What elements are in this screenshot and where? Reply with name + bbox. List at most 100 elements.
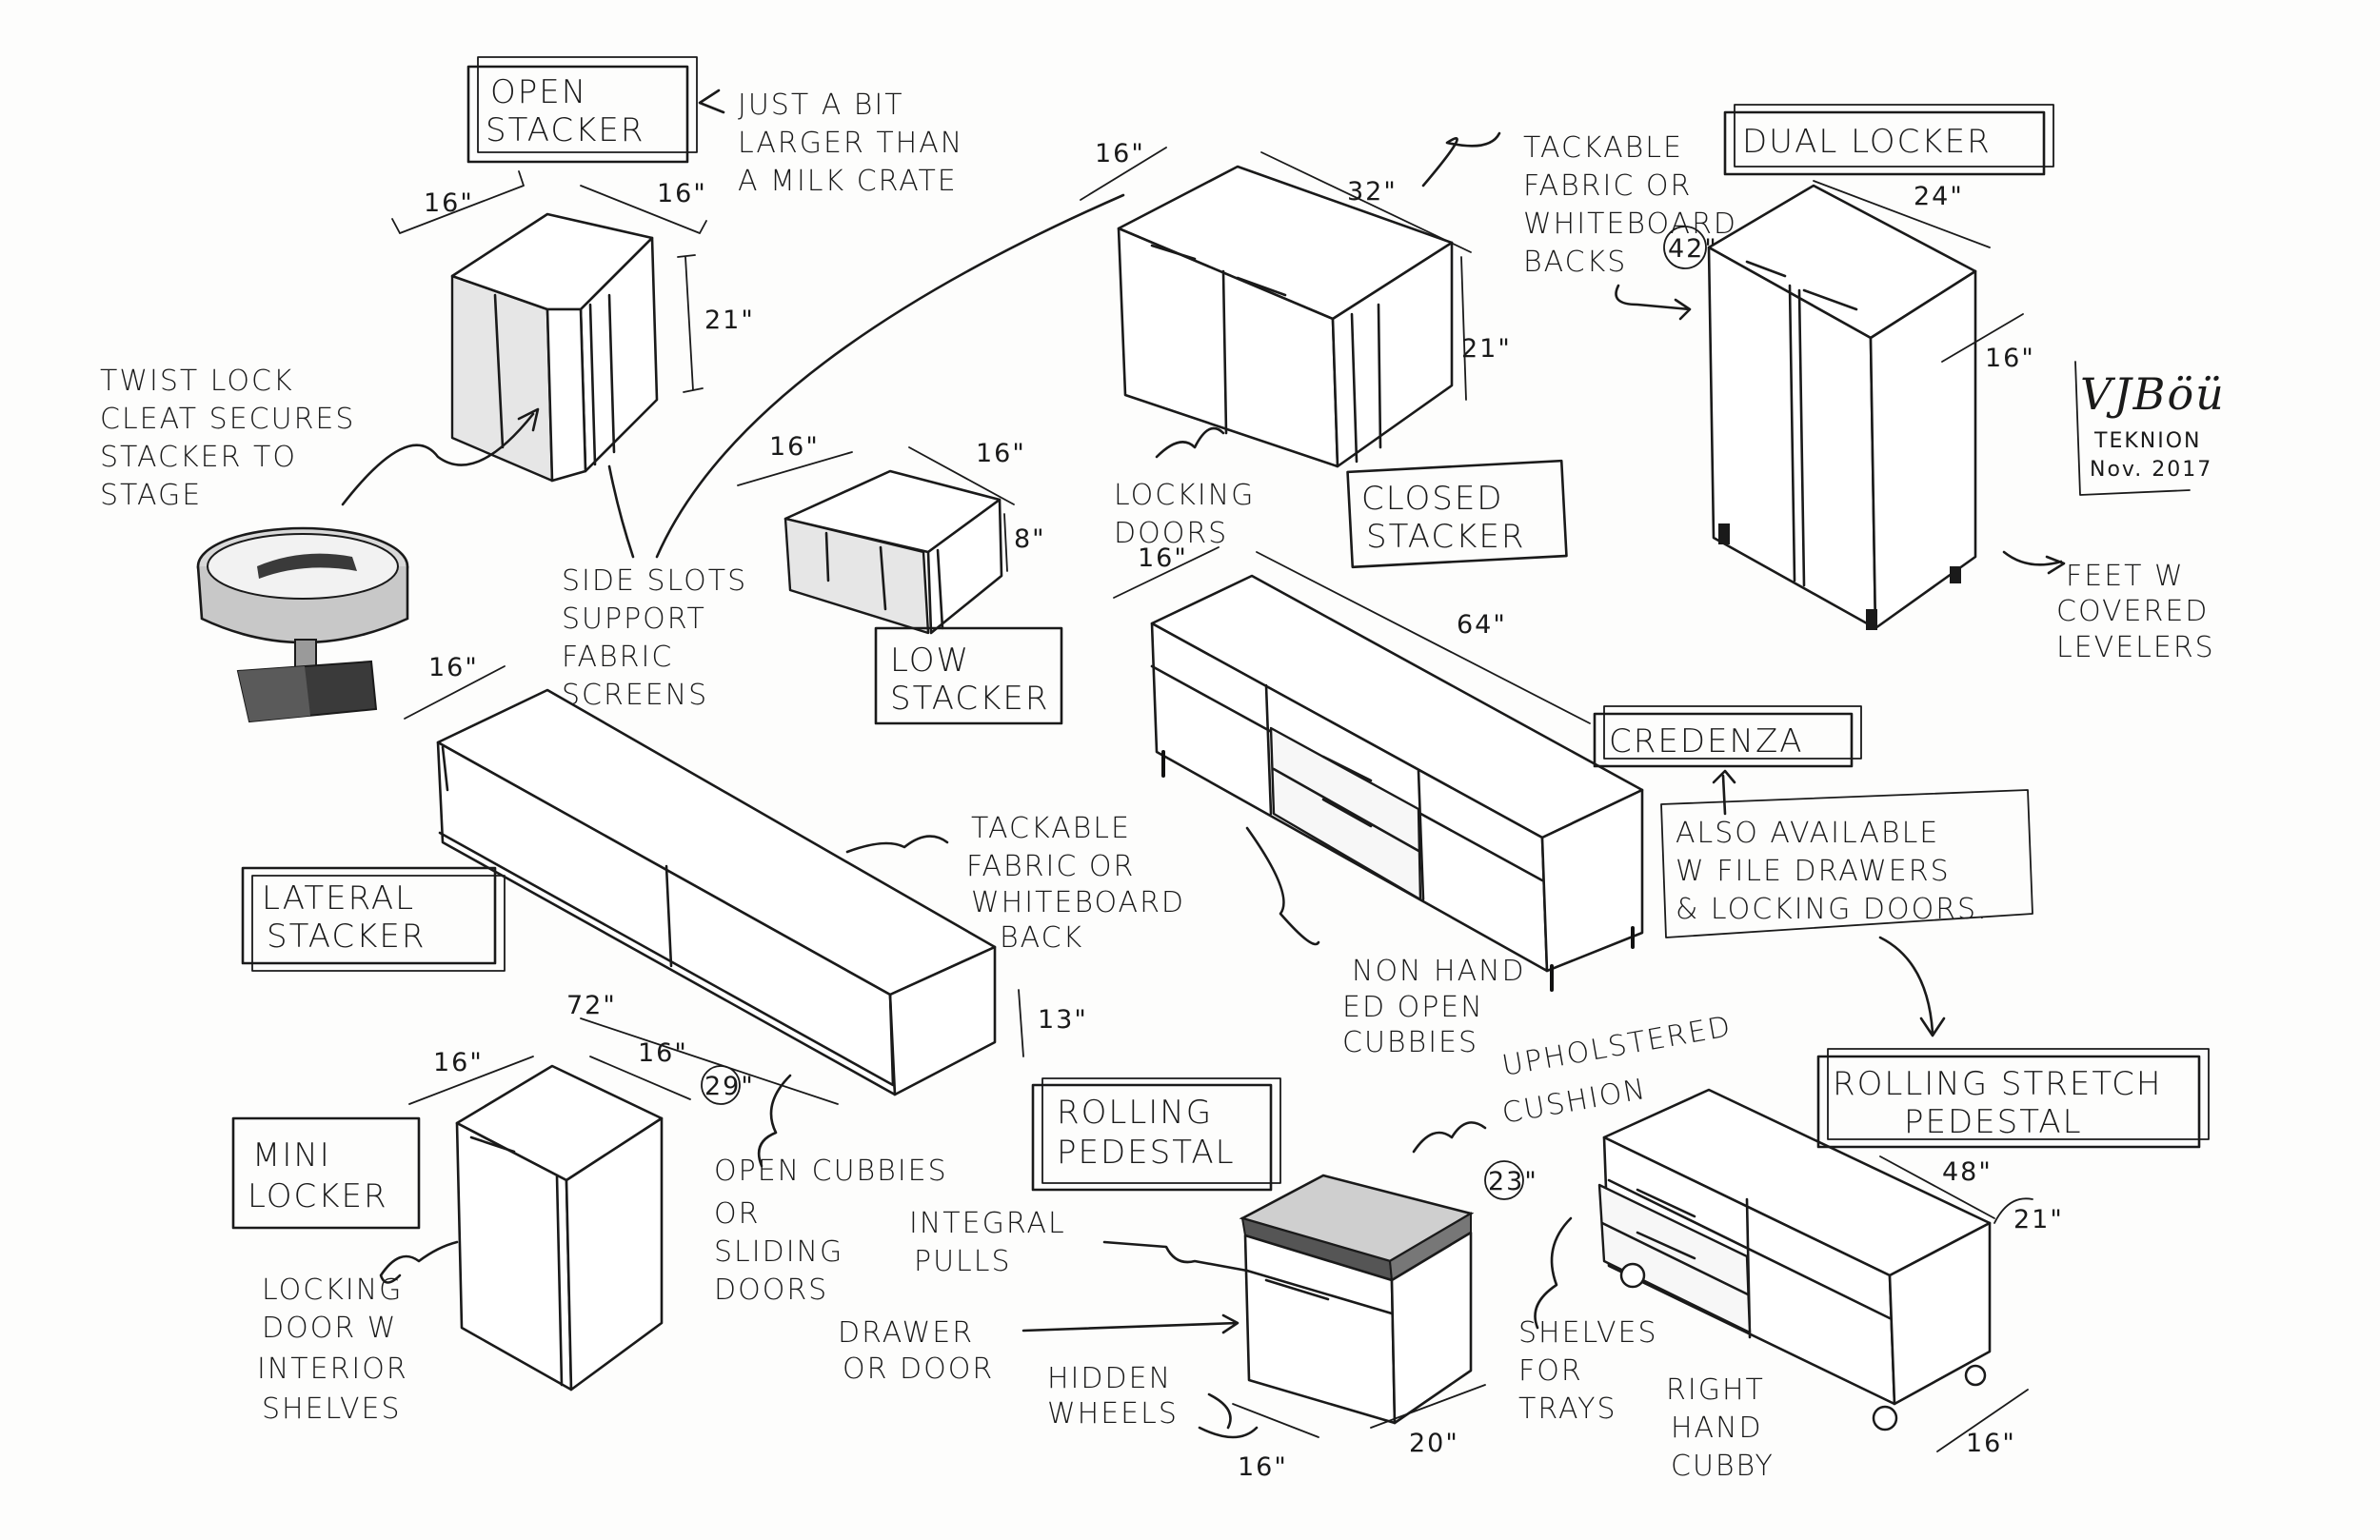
rolling-stretch-label-box: ROLLING STRETCH PEDESTAL: [1816, 1048, 2210, 1149]
right-hand-note-3: CUBBY: [1671, 1450, 1775, 1483]
dual-locker-drawing: [1707, 184, 1977, 630]
right-hand-note-2: HAND: [1671, 1412, 1763, 1445]
open-stacker-dim-h: 21": [704, 306, 755, 335]
also-available-note: ALSO AVAILABLE W FILE DRAWERS & LOCKING …: [1660, 769, 2033, 1037]
low-stacker-dim-d: 16": [976, 439, 1026, 468]
closed-stacker-label-box: CLOSED STACKER: [1346, 459, 1568, 569]
mini-locker-drawing: [455, 1064, 664, 1392]
open-stacker-label-box: OPEN STACKER: [466, 56, 698, 164]
shelves-trays-note-3: TRAYS: [1518, 1392, 1617, 1426]
locking-door-note-4: SHELVES: [262, 1392, 402, 1426]
tackable-back-note-2: FABRIC OR: [966, 850, 1135, 883]
open-cubbies-note-2: OR: [714, 1197, 760, 1231]
lateral-stacker-label-1: LATERAL: [262, 879, 415, 918]
lateral-stacker-dim-h: 13": [1038, 1005, 1088, 1035]
lateral-stacker-drawing: [436, 688, 997, 1096]
shelves-trays-note: SHELVES FOR TRAYS: [1518, 1216, 1658, 1426]
rolling-pedestal-label-1: ROLLING: [1057, 1094, 1213, 1132]
rolling-pedestal-dim-d: 16": [1238, 1452, 1288, 1482]
credenza-dims: 16" 64": [1113, 543, 1591, 724]
locking-doors-note-2: DOORS: [1114, 517, 1228, 550]
tackable-backs-note-2: FABRIC OR: [1523, 169, 1692, 203]
twist-lock-cleat-drawing: [196, 526, 409, 723]
tackable-back-note-1: TACKABLE: [971, 812, 1131, 845]
tackable-back-note: TACKABLE FABRIC OR WHITEBOARD BACK: [845, 812, 1185, 955]
open-stacker-label-2: STACKER: [486, 111, 645, 149]
tackable-backs-note-1: TACKABLE: [1523, 131, 1683, 165]
rolling-pedestal-drawing: [1239, 1174, 1475, 1425]
lateral-stacker-dim-w: 72": [566, 991, 617, 1020]
tackable-back-note-4: BACK: [1000, 921, 1083, 955]
tackable-backs-note-4: BACKS: [1523, 246, 1627, 279]
milk-crate-note-3: A MILK CRATE: [738, 165, 958, 198]
twist-lock-note: TWIST LOCK CLEAT SECURES STACKER TO STAG…: [100, 365, 540, 512]
side-slots-note-2: SUPPORT: [562, 602, 706, 636]
right-hand-note-1: RIGHT: [1666, 1373, 1765, 1407]
lateral-stacker-label-2: STACKER: [267, 918, 426, 956]
open-cubbies-note-3: SLIDING: [714, 1235, 843, 1269]
also-available-note-1: ALSO AVAILABLE: [1676, 817, 1939, 850]
tackable-backs-note-3: WHITEBOARD: [1523, 207, 1737, 241]
closed-stacker-dims: 16" 32" 21": [1080, 139, 1510, 401]
rolling-pedestal-dim-h: 23": [1488, 1167, 1538, 1196]
open-stacker-drawing: [450, 212, 659, 483]
non-handed-note-3: CUBBIES: [1342, 1026, 1478, 1059]
low-stacker-dims: 16" 16" 8": [737, 432, 1046, 572]
lateral-stacker-label-box: LATERAL STACKER: [241, 866, 506, 972]
side-slots-note-1: SIDE SLOTS: [562, 564, 747, 598]
rolling-stretch-dims: 48" 21" 16": [1879, 1155, 2064, 1458]
rolling-pedestal-dims: 23" 20" 16": [1232, 1160, 1538, 1482]
credenza-label-box: CREDENZA: [1593, 705, 1862, 768]
low-stacker-label-2: STACKER: [890, 680, 1050, 718]
also-available-note-2: W FILE DRAWERS: [1676, 855, 1951, 888]
non-handed-note-2: ED OPEN: [1342, 991, 1484, 1024]
mini-locker-label-box: MINI LOCKER: [231, 1116, 421, 1230]
upholstered-note-1: UPHOLSTERED: [1499, 1010, 1735, 1083]
tackable-backs-note: TACKABLE FABRIC OR WHITEBOARD BACKS: [1421, 131, 1737, 321]
drawer-or-door-note: DRAWER OR DOOR: [838, 1313, 1240, 1386]
tackable-back-note-3: WHITEBOARD: [971, 886, 1185, 919]
dual-locker-dims: 24" 42" 16": [1663, 180, 2035, 373]
dual-locker-label: DUAL LOCKER: [1742, 123, 1992, 161]
locking-door-note-1: LOCKING: [262, 1273, 403, 1307]
signature-mark: VJBöü: [2080, 368, 2226, 420]
open-cubbies-note-4: DOORS: [714, 1273, 828, 1307]
rolling-stretch-drawing: [1597, 1088, 1992, 1431]
dual-locker-dim-d: 16": [1985, 344, 2035, 373]
hidden-wheels-note-1: HIDDEN: [1047, 1362, 1172, 1395]
also-available-note-3: & LOCKING DOORS.: [1676, 893, 1989, 926]
shelves-trays-note-2: FOR: [1518, 1354, 1583, 1388]
twist-lock-note-3: STACKER TO: [100, 441, 297, 474]
milk-crate-note-1: JUST A BIT: [738, 89, 904, 122]
feet-note-2: COVERED: [2056, 595, 2209, 628]
non-handed-note-1: NON HAND: [1352, 955, 1526, 988]
lateral-stacker-dims: 16" 13" 72": [404, 653, 1088, 1105]
credenza-drawing: [1150, 574, 1644, 992]
signature-company: TEKNION: [2093, 429, 2201, 453]
rolling-stretch-dim-h: 21": [2013, 1205, 2064, 1234]
dual-locker-dim-w: 24": [1914, 182, 1964, 211]
drawer-or-door-note-1: DRAWER: [838, 1316, 974, 1350]
rolling-pedestal-label-2: PEDESTAL: [1057, 1134, 1236, 1172]
shelves-trays-note-1: SHELVES: [1518, 1316, 1658, 1350]
mini-locker-dim-w: 16": [433, 1048, 484, 1077]
rolling-stretch-dim-d: 16": [1966, 1429, 2016, 1458]
closed-stacker-dim-w: 32": [1347, 177, 1398, 207]
integral-pulls-note-2: PULLS: [914, 1245, 1012, 1278]
feet-note: FEET W COVERED LEVELERS: [2002, 550, 2213, 664]
locking-doors-note: LOCKING DOORS: [1114, 426, 1253, 550]
low-stacker-dim-w: 16": [769, 432, 820, 462]
hidden-wheels-note: HIDDEN WHEELS: [1047, 1362, 1259, 1439]
upholstered-note-2: CUSHION: [1499, 1073, 1649, 1131]
mini-locker-dims: 16" 16" 29": [408, 1038, 753, 1105]
open-stacker-dims: 16" 16" 21": [391, 170, 755, 393]
twist-lock-note-2: CLEAT SECURES: [100, 403, 355, 436]
hidden-wheels-note-2: WHEELS: [1047, 1397, 1179, 1431]
side-slots-note: SIDE SLOTS SUPPORT FABRIC SCREENS: [562, 193, 1125, 712]
low-stacker-dim-h: 8": [1014, 524, 1046, 554]
feet-note-1: FEET W: [2066, 560, 2185, 593]
credenza-dim-d: 16": [1138, 543, 1188, 573]
non-handed-note: NON HAND ED OPEN CUBBIES: [1245, 826, 1526, 1059]
